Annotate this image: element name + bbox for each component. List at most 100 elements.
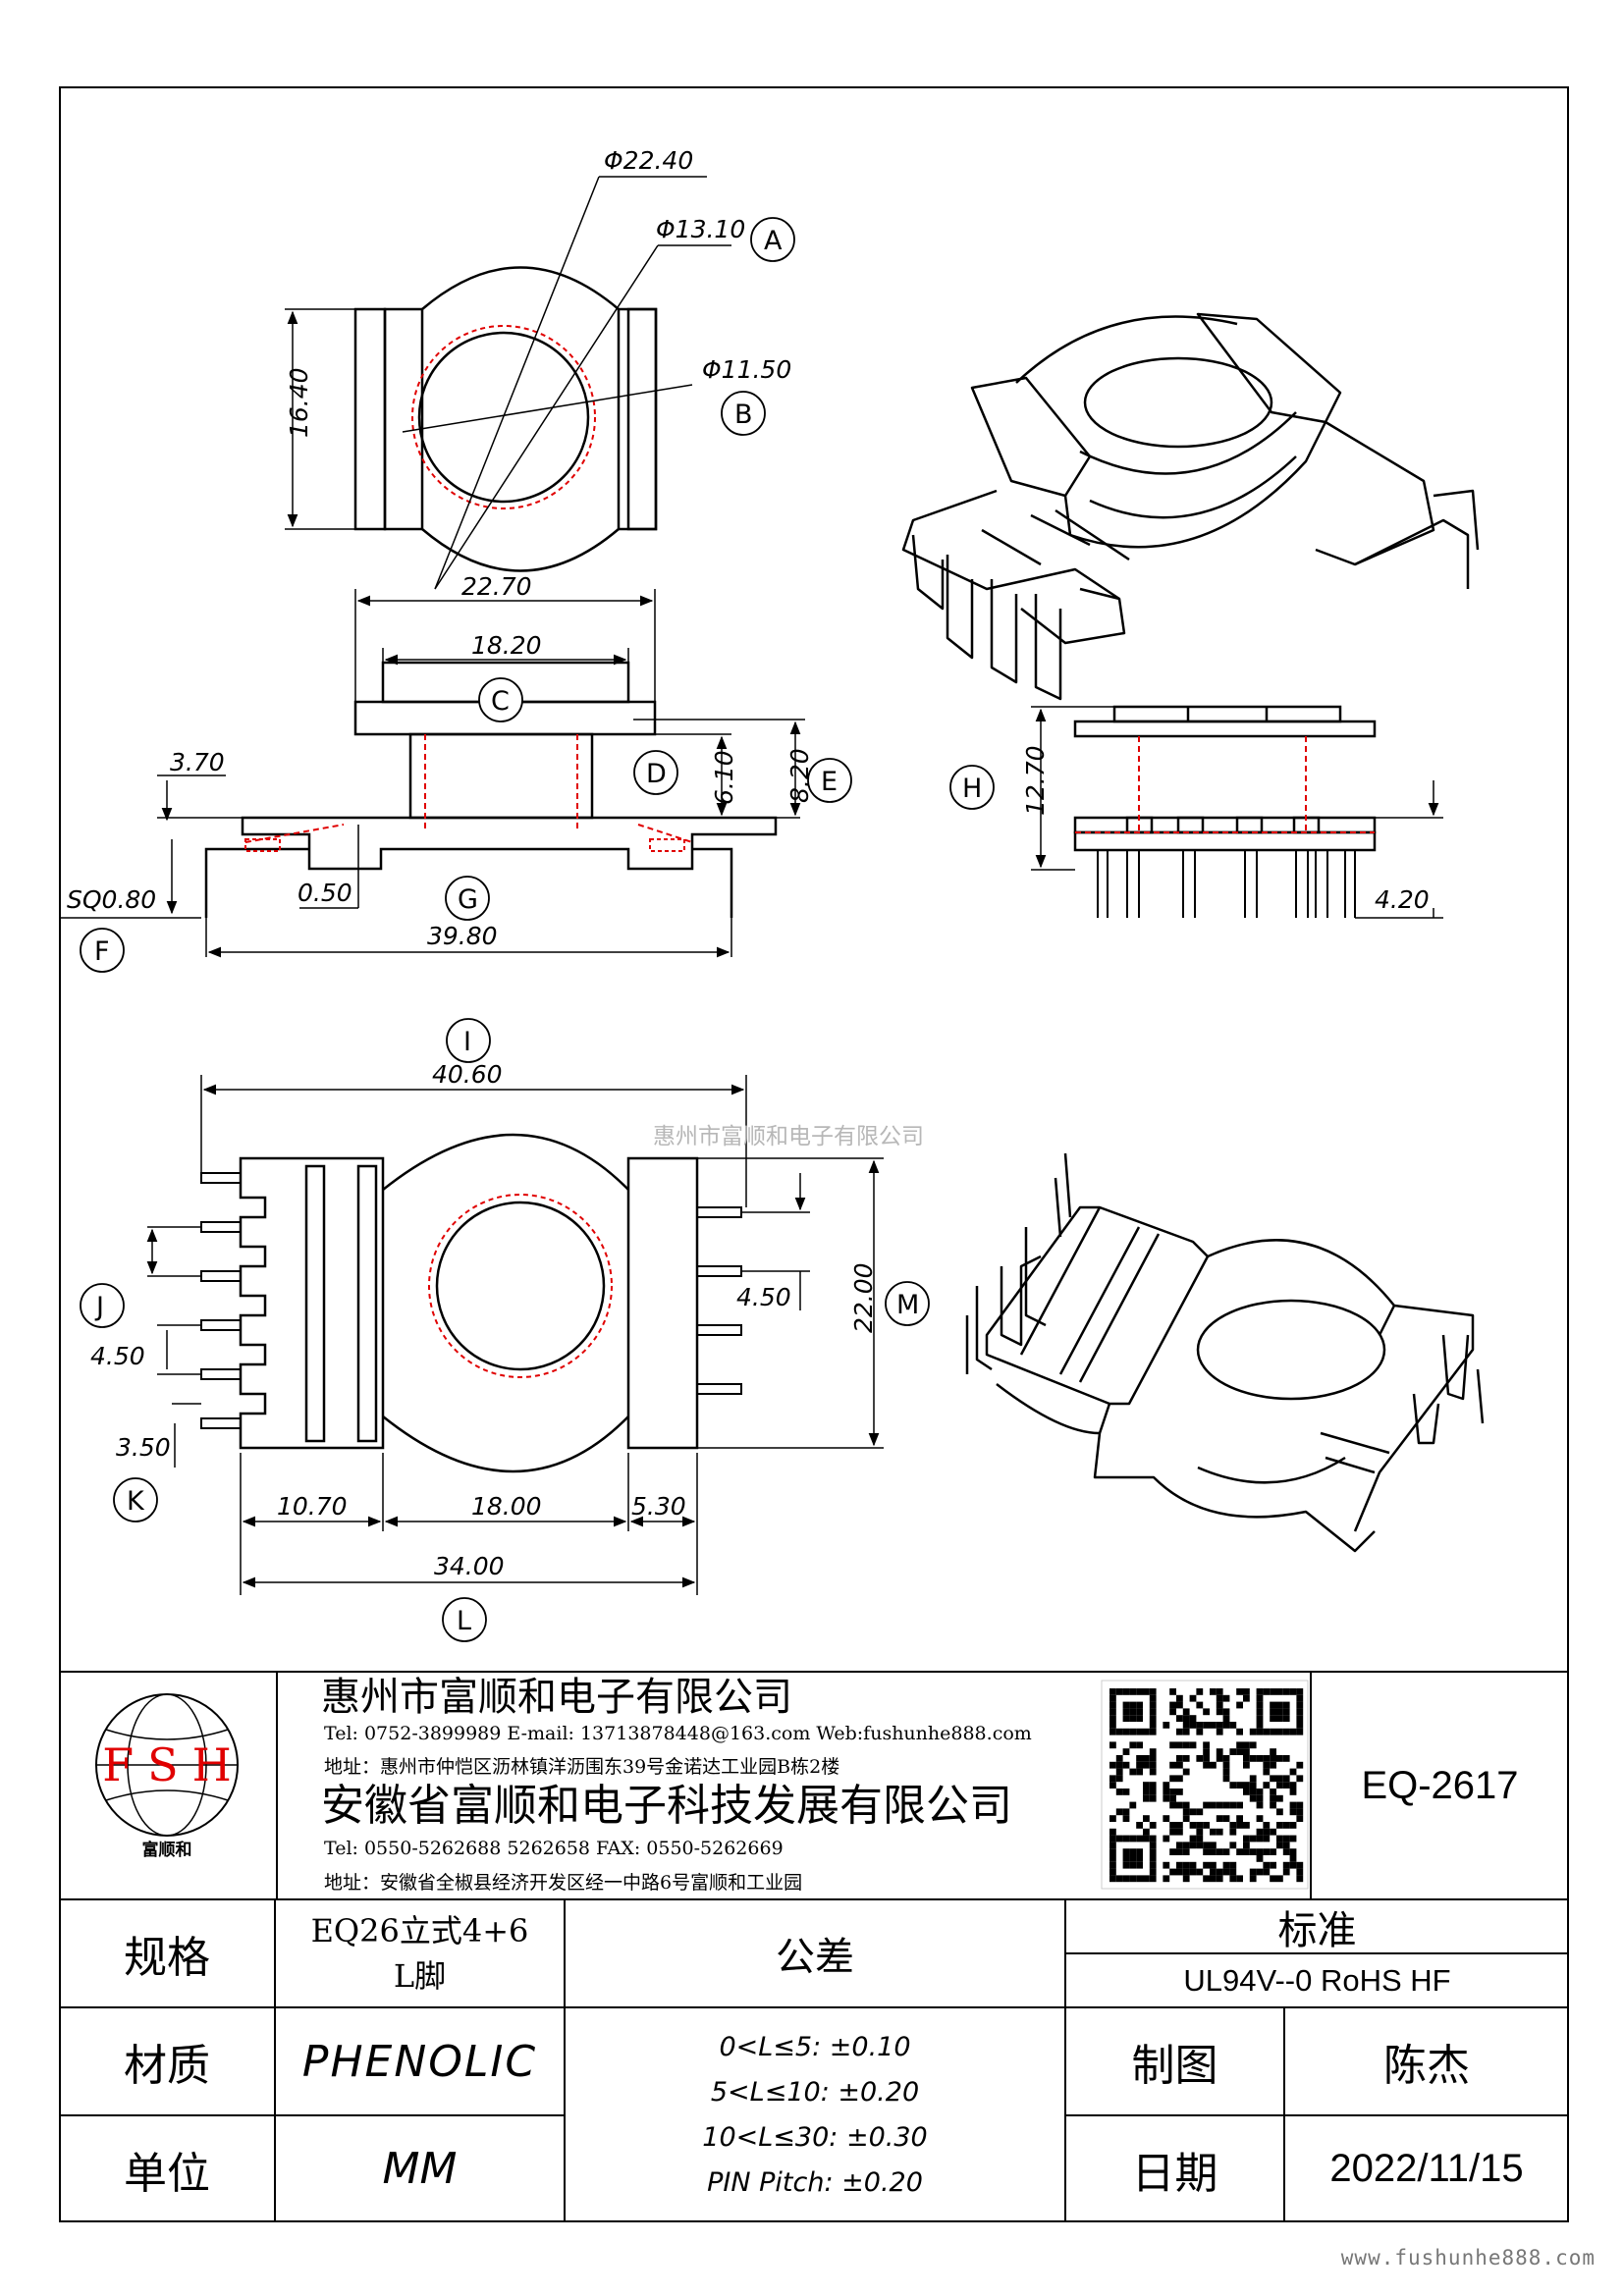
- qr-module: [1236, 1741, 1243, 1749]
- qr-module: [1210, 1861, 1217, 1869]
- qr-module: [1109, 1868, 1116, 1876]
- circled-labels: [80, 217, 995, 1642]
- qr-module: [1276, 1782, 1283, 1789]
- bottom-view-dims: [146, 1075, 884, 1595]
- qr-module: [1176, 1828, 1183, 1836]
- qr-module: [1249, 1741, 1257, 1749]
- qr-module: [1149, 1875, 1157, 1883]
- qr-module: [1222, 1868, 1230, 1876]
- dim-v1: 6.10: [710, 750, 738, 805]
- qr-module: [1210, 1688, 1217, 1695]
- qr-module: [1289, 1768, 1297, 1776]
- qr-module: [1149, 1868, 1157, 1876]
- qr-module: [1263, 1755, 1271, 1762]
- qr-module: [1122, 1748, 1130, 1755]
- qr-module: [1216, 1708, 1223, 1716]
- qr-module: [1243, 1694, 1250, 1702]
- qr-module: [1149, 1728, 1157, 1735]
- qr-module: [1176, 1822, 1183, 1829]
- qr-module: [1210, 1868, 1217, 1876]
- qr-module: [1169, 1822, 1176, 1829]
- qr-module: [1109, 1861, 1116, 1869]
- qr-module: [1296, 1875, 1304, 1883]
- tolerance-2: 5<L≤10: ±0.20: [710, 2077, 920, 2108]
- qr-module: [1229, 1868, 1237, 1876]
- qr-module: [1129, 1768, 1137, 1776]
- qr-module: [1176, 1728, 1183, 1735]
- qr-module: [1169, 1688, 1176, 1695]
- qr-module: [1189, 1808, 1197, 1816]
- qr-module: [1282, 1782, 1290, 1789]
- qr-module: [1276, 1728, 1283, 1735]
- qr-module: [1210, 1722, 1217, 1729]
- qr-module: [1129, 1835, 1137, 1842]
- dim-w6: 18.00: [471, 1492, 542, 1521]
- qr-module: [1143, 1782, 1150, 1789]
- tolerance-4: PIN Pitch: ±0.20: [707, 2167, 923, 2198]
- qr-module: [1256, 1835, 1264, 1842]
- qr-module: [1203, 1748, 1210, 1755]
- qr-module: [1229, 1782, 1237, 1789]
- qr-module: [1143, 1815, 1150, 1822]
- qr-module: [1296, 1861, 1304, 1869]
- dim-s1: 3.70: [170, 748, 225, 776]
- qr-module: [1249, 1875, 1257, 1883]
- qr-module: [1296, 1715, 1304, 1722]
- qr-module: [1210, 1842, 1217, 1849]
- qr-module: [1182, 1815, 1190, 1822]
- website-footer: www.fushunhe888.com: [1340, 2246, 1596, 2269]
- qr-module: [1109, 1708, 1116, 1716]
- qr-module: [1143, 1688, 1150, 1695]
- qr-module: [1109, 1855, 1116, 1862]
- qr-module: [1176, 1861, 1183, 1869]
- qr-module: [1122, 1789, 1130, 1795]
- qr-module: [1256, 1848, 1264, 1855]
- qr-module: [1136, 1701, 1143, 1709]
- qr-module: [1216, 1755, 1223, 1762]
- qr-module: [1270, 1848, 1276, 1855]
- company1-contact: Tel: 0752-3899989 E-mail: 13713878448@16…: [324, 1723, 1032, 1744]
- qr-module: [1143, 1789, 1150, 1795]
- qr-module: [1122, 1688, 1130, 1695]
- qr-module: [1216, 1748, 1223, 1755]
- qr-module: [1203, 1848, 1210, 1855]
- qr-module: [1169, 1868, 1176, 1876]
- qr-module: [1149, 1715, 1157, 1722]
- qr-module: [1136, 1855, 1143, 1862]
- qr-module: [1196, 1828, 1204, 1836]
- tolerance-values: 0<L≤5: ±0.10 5<L≤10: ±0.20 10<L≤30: ±0.3…: [565, 2017, 1065, 2214]
- qr-module: [1203, 1801, 1210, 1809]
- qr-module: [1263, 1728, 1271, 1735]
- qr-module: [1149, 1748, 1157, 1755]
- qr-module: [1182, 1728, 1190, 1735]
- qr-module: [1196, 1822, 1204, 1829]
- qr-module: [1216, 1875, 1223, 1883]
- qr-module: [1249, 1835, 1257, 1842]
- qr-module: [1289, 1835, 1297, 1842]
- qr-module: [1149, 1701, 1157, 1709]
- label-D: D: [646, 759, 667, 789]
- qr-module: [1163, 1835, 1170, 1842]
- qr-module: [1249, 1794, 1257, 1802]
- qr-module: [1136, 1741, 1143, 1749]
- qr-module: [1229, 1748, 1237, 1755]
- dim-w1: 22.70: [461, 572, 532, 601]
- qr-module: [1296, 1708, 1304, 1716]
- qr-module: [1109, 1782, 1116, 1789]
- qr-module: [1203, 1722, 1210, 1729]
- qr-module: [1196, 1842, 1204, 1849]
- qr-module: [1149, 1708, 1157, 1716]
- qr-module: [1296, 1868, 1304, 1876]
- qr-module: [1256, 1789, 1264, 1795]
- qr-module: [1136, 1755, 1143, 1762]
- qr-module: [1122, 1855, 1130, 1862]
- qr-module: [1243, 1761, 1250, 1769]
- qr-module: [1282, 1728, 1290, 1735]
- qr-module: [1243, 1748, 1250, 1755]
- qr-module: [1236, 1801, 1243, 1809]
- unit-value: MM: [382, 2144, 458, 2194]
- qr-module: [1216, 1815, 1223, 1822]
- qr-module: [1196, 1868, 1204, 1876]
- qr-module: [1222, 1801, 1230, 1809]
- qr-module: [1182, 1708, 1190, 1716]
